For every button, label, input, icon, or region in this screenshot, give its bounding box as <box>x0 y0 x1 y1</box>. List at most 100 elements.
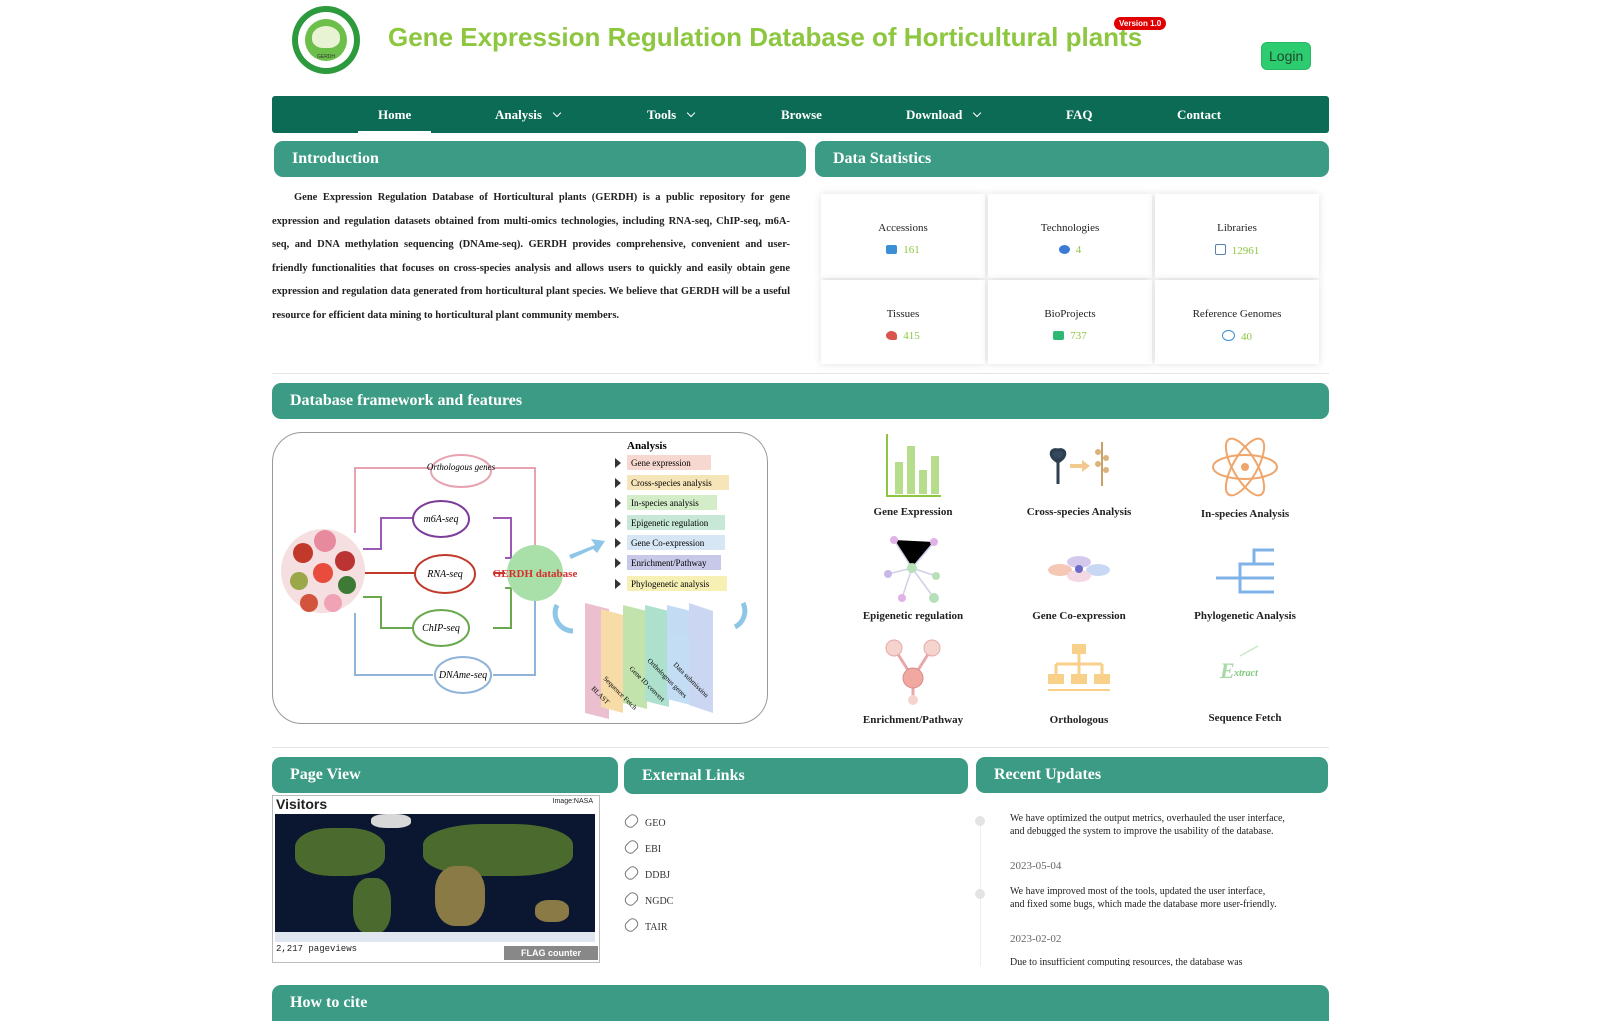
arrow-icon <box>569 539 605 559</box>
introduction-header: Introduction <box>274 141 806 177</box>
nav-browse[interactable]: Browse <box>781 107 822 122</box>
framework-header: Database framework and features <box>272 383 1329 419</box>
stat-label: Technologies <box>1040 222 1100 234</box>
hexagon-icon <box>1058 245 1070 254</box>
pageviews-count: 2,217 pageviews <box>276 944 358 954</box>
update-text: We have optimized the output metrics, ov… <box>1010 813 1285 837</box>
analysis-bullets <box>615 458 621 589</box>
update-date: 2023-05-04 <box>1010 860 1062 872</box>
divider <box>272 373 1329 374</box>
analysis-item: Gene expression <box>631 458 691 468</box>
gerdh-center <box>507 545 563 601</box>
framework-diagram: Orthologous genes m6A-seq RNA-seq ChIP-s… <box>272 432 768 724</box>
feature-sequence-fetch[interactable]: E xtract Sequence Fetch <box>1170 638 1320 730</box>
feature-label: Phylogenetic Analysis <box>1194 610 1296 622</box>
flag-counter-widget[interactable]: Visitors Image:NASA 2,217 pageviews FLAG… <box>272 795 600 963</box>
input-m6a-seq: m6A-seq <box>424 514 459 525</box>
world-map <box>275 814 595 942</box>
link-ngdc[interactable]: NGDC <box>622 890 674 908</box>
link-label: NGDC <box>645 896 674 907</box>
nav-tools[interactable]: Tools <box>647 96 696 133</box>
link-label: EBI <box>645 844 662 855</box>
nav-tools-label: Tools <box>647 107 677 122</box>
feature-in-species[interactable]: In-species Analysis <box>1170 432 1320 524</box>
tree-icon <box>1216 548 1274 594</box>
atom-icon <box>1212 437 1278 497</box>
network-icon <box>884 536 940 603</box>
link-tair[interactable]: TAIR <box>622 916 668 934</box>
link-label: GEO <box>645 818 666 829</box>
stat-label: Reference Genomes <box>1192 308 1282 320</box>
stat-label: Tissues <box>886 308 920 320</box>
feature-label: In-species Analysis <box>1200 508 1290 520</box>
feature-phylogenetic[interactable]: Phylogenetic Analysis <box>1170 534 1320 626</box>
nav-contact[interactable]: Contact <box>1177 107 1222 122</box>
analysis-item: Gene Co-expression <box>631 538 705 548</box>
stat-value: 737 <box>1070 330 1087 342</box>
feature-epigenetic[interactable]: Epigenetic regulation <box>838 534 988 626</box>
logo-emblem <box>312 26 340 48</box>
input-chip-seq: ChIP-seq <box>422 623 460 634</box>
analysis-list: Gene expression Cross-species analysis I… <box>627 455 729 591</box>
feature-cross-species[interactable]: Cross-species Analysis <box>1004 432 1154 524</box>
nav-home[interactable]: Home <box>358 96 432 133</box>
coexpression-icon <box>1048 556 1110 582</box>
feature-label: Sequence Fetch <box>1208 712 1282 724</box>
site-title: Gene Expression Regulation Database of H… <box>388 22 1143 52</box>
feature-gene-expression[interactable]: Gene Expression <box>838 432 988 524</box>
nav-analysis[interactable]: Analysis <box>495 96 562 133</box>
update-date: 2023-02-02 <box>1010 933 1062 945</box>
tool-panels <box>585 603 713 719</box>
feature-label: Gene Expression <box>873 506 953 518</box>
pathway-icon <box>885 639 941 705</box>
nav-download[interactable]: Download <box>906 96 982 133</box>
cycle-arrow-icon <box>733 601 748 630</box>
stat-reference-genomes: Reference Genomes 40 <box>1155 280 1319 364</box>
stat-technologies: Technologies 4 <box>988 194 1152 278</box>
feature-enrichment[interactable]: Enrichment/Pathway <box>838 638 988 730</box>
link-icon <box>622 916 641 934</box>
stat-bioprojects: BioProjects 737 <box>988 280 1152 364</box>
gerdh-logo[interactable]: GERDH <box>292 6 360 74</box>
stat-label: BioProjects <box>1044 308 1096 320</box>
stat-label: Accessions <box>878 222 928 234</box>
feature-orthologous[interactable]: Orthologous <box>1004 638 1154 730</box>
input-dname-seq: DNAme-seq <box>438 670 487 681</box>
feature-label: Cross-species Analysis <box>1026 506 1132 518</box>
data-statistics-header: Data Statistics <box>815 141 1329 177</box>
document-icon <box>1214 244 1226 255</box>
link-ebi[interactable]: EBI <box>622 838 662 856</box>
extract-icon: E xtract <box>1219 645 1259 683</box>
dna-icon <box>1222 330 1235 341</box>
flag-counter-logo: FLAG counter <box>504 946 598 960</box>
version-badge: Version 1.0 <box>1114 17 1167 30</box>
plants-icon <box>1049 442 1109 486</box>
link-icon <box>622 864 641 882</box>
stat-tissues: Tissues 415 <box>821 280 985 364</box>
nav-faq[interactable]: FAQ <box>1066 107 1093 122</box>
feature-label: Epigenetic regulation <box>862 610 964 622</box>
update-clip: Due to insufficient computing resources,… <box>1010 958 1310 966</box>
link-label: DDBJ <box>645 870 671 881</box>
timeline-dot <box>975 889 985 899</box>
feature-gene-coexpression[interactable]: Gene Co-expression <box>1004 534 1154 626</box>
login-button[interactable]: Login <box>1261 42 1312 70</box>
analysis-item: Cross-species analysis <box>631 478 712 488</box>
analysis-item: Epigenetic regulation <box>631 518 709 528</box>
framework-svg: Orthologous genes m6A-seq RNA-seq ChIP-s… <box>281 440 748 719</box>
timeline-dot <box>975 816 985 826</box>
recent-updates-header: Recent Updates <box>976 757 1328 793</box>
input-rna-seq: RNA-seq <box>426 569 463 580</box>
link-geo[interactable]: GEO <box>622 812 666 830</box>
svg-text:E: E <box>1219 658 1235 683</box>
page-view-header: Page View <box>272 757 618 793</box>
analysis-item: Phylogenetic analysis <box>631 579 710 589</box>
analysis-item: In-species analysis <box>631 498 699 508</box>
update-text: We have improved most of the tools, upda… <box>1010 886 1277 910</box>
link-ddbj[interactable]: DDBJ <box>622 864 671 882</box>
introduction-text: Gene Expression Regulation Database of H… <box>272 192 790 321</box>
input-orthologous: Orthologous genes <box>427 462 496 472</box>
feature-label: Enrichment/Pathway <box>862 714 964 726</box>
nav-download-label: Download <box>906 107 963 122</box>
hierarchy-icon <box>1048 644 1110 691</box>
